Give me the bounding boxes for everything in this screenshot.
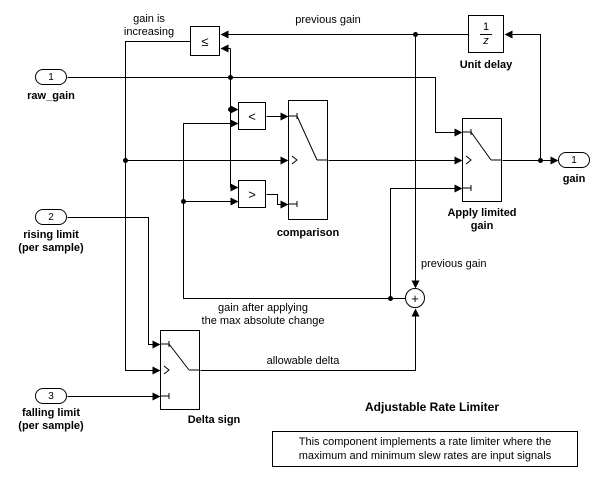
wire-previous-gain[interactable] [220,30,469,39]
unit-delay-caption: Unit delay [459,59,513,71]
apply-limited-gain-switch-block[interactable] [462,118,502,202]
inport-1-label: raw_gain [27,90,75,102]
wire-limited-gain[interactable] [181,119,406,302]
unit-delay-denominator: z [483,34,489,47]
apply-limited-gain-caption: Apply limited gain [447,207,517,232]
wire-rising-limit[interactable] [67,217,161,349]
annotation-gain-is-increasing: gain is increasing [123,13,175,38]
inport-1-number: 1 [48,71,54,83]
less-equal-symbol: ≤ [201,33,209,49]
switch-icon [289,113,327,207]
less-than-symbol: < [248,108,256,124]
delta-sign-switch-block[interactable] [160,330,200,410]
wire-comparison-out[interactable] [328,156,463,165]
switch-icon [463,129,501,191]
wire-gain-output[interactable] [502,156,559,165]
wire-raw-gain-branch[interactable] [220,44,239,192]
outport-1-label: gain [562,173,586,185]
diagram-title: Adjustable Rate Limiter [364,400,500,414]
unit-delay-numerator: 1 [482,20,490,33]
inport-3[interactable]: 3 [35,388,67,404]
wire-less-than-out[interactable] [266,112,289,121]
comparison-caption: comparison [276,227,340,239]
wire-feedback-to-unit-delay[interactable] [504,30,541,161]
comparison-switch-block[interactable] [288,100,328,220]
inport-2-label: rising limit (per sample) [18,229,84,254]
inport-3-label: falling limit (per sample) [18,407,84,432]
inport-2-number: 2 [48,211,54,223]
wire-greater-than-out[interactable] [266,194,289,209]
inport-2[interactable]: 2 [35,209,67,225]
unit-delay-block[interactable]: 1 z [468,15,504,53]
less-than-block[interactable]: < [238,102,266,130]
greater-than-block[interactable]: > [238,180,266,208]
greater-than-symbol: > [248,186,256,202]
description-note[interactable]: This component implements a rate limiter… [272,431,578,467]
fraction-bar [480,33,492,35]
delta-sign-caption: Delta sign [187,414,241,426]
inport-3-number: 3 [48,390,54,402]
wire-gain-is-increasing[interactable] [123,41,289,375]
wire-limited-to-apply[interactable] [390,184,463,299]
annotation-previous-gain-sum: previous gain [421,258,487,270]
sum-block[interactable]: + [405,288,425,308]
annotation-allowable-delta: allowable delta [266,355,340,367]
switch-icon [161,341,199,399]
plus-symbol: + [411,290,419,306]
inport-1[interactable]: 1 [35,69,67,85]
outport-1[interactable]: 1 [558,152,590,168]
less-equal-block[interactable]: ≤ [190,26,220,56]
wire-falling-limit[interactable] [67,392,161,401]
unit-delay-fraction: 1 z [480,20,492,47]
annotation-gain-after-applying: gain after applying the max absolute cha… [201,302,325,327]
wire-previous-gain-drop[interactable] [411,34,420,289]
annotation-previous-gain-top: previous gain [295,14,361,26]
wire-allowable-delta[interactable] [200,308,420,371]
outport-1-number: 1 [571,154,577,166]
